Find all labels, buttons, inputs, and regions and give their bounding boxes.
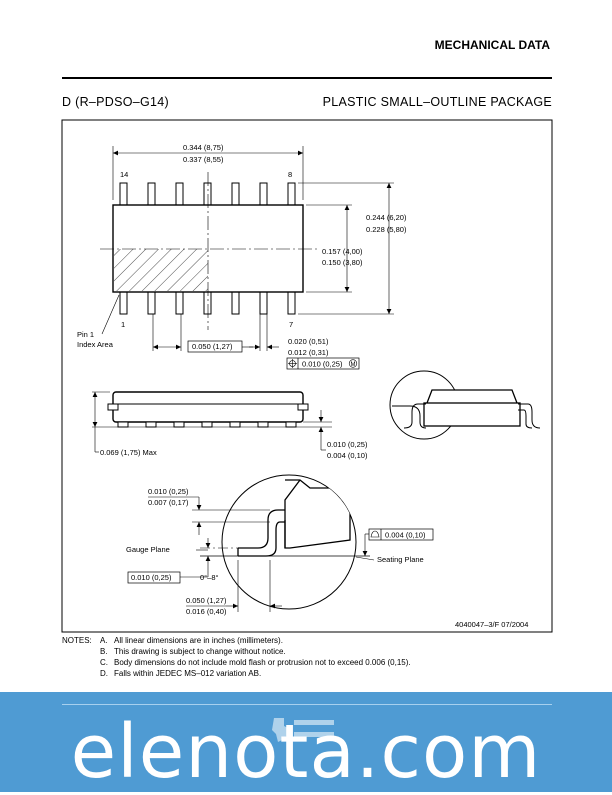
note-item: A. All linear dimensions are in inches (m… — [100, 635, 283, 646]
dim-lead-width-min: 0.012 (0,31) — [288, 348, 329, 357]
lead-bottom — [231, 291, 240, 315]
dim-lead-width-max: 0.020 (0,51) — [288, 337, 329, 346]
drawing-number: 4040047–3/F 07/2004 — [455, 620, 528, 629]
lead-side — [117, 421, 129, 428]
note-item: D. Falls within JEDEC MS–012 variation AB… — [100, 668, 261, 679]
dim-standoff-max: 0.010 (0,25) — [327, 440, 368, 449]
angle-range: 0°–8° — [200, 573, 219, 582]
lead-bottom — [287, 291, 296, 315]
pin1-label-sub: Index Area — [77, 340, 114, 349]
note-text: Body dimensions do not include mold flas… — [114, 658, 411, 667]
pin-label-14: 14 — [120, 170, 128, 179]
lead-side — [107, 403, 119, 411]
pitch-box — [187, 340, 243, 353]
lead-side — [145, 421, 157, 428]
gauge-plane-label: Gauge Plane — [126, 545, 170, 554]
dim-gauge: 0.010 (0,25) — [131, 573, 172, 582]
lead-side — [201, 421, 213, 428]
pin-label-7: 7 — [289, 320, 293, 329]
watermark-text: elenota.com — [70, 709, 542, 795]
dim-pitch: 0.050 (1,27) — [192, 342, 233, 351]
footer-rule — [62, 704, 552, 705]
gauge-box — [127, 571, 181, 584]
header-rule — [62, 77, 552, 79]
lead-side — [229, 421, 241, 428]
lead-top — [231, 182, 240, 206]
lead-top — [259, 182, 268, 206]
note-text: All linear dimensions are in inches (mil… — [114, 636, 283, 645]
position-tolerance-frame: 0.010 (0,25) M — [286, 357, 360, 370]
lead-top — [175, 182, 184, 206]
dim-body-width-min: 0.150 (3,80) — [322, 258, 363, 267]
note-item: C. Body dimensions do not include mold fl… — [100, 657, 411, 668]
note-key: D. — [100, 669, 108, 678]
dim-position-tol: 0.010 (0,25) — [302, 360, 343, 369]
lead-side — [297, 403, 309, 411]
note-key: C. — [100, 658, 108, 667]
dim-coplanarity: 0.004 (0,10) — [385, 531, 426, 540]
dim-total-width-max: 0.244 (6,20) — [366, 213, 407, 222]
lead-top — [287, 182, 296, 206]
lead-top — [119, 182, 128, 206]
dim-standoff-min: 0.004 (0,10) — [327, 451, 368, 460]
lead-side — [257, 421, 269, 428]
top-view: 14 8 1 7 0.344 (8,75) 0.337 (8,55) 0.157… — [77, 143, 407, 370]
package-code: D (R–PDSO–G14) — [62, 95, 170, 109]
note-item: B. This drawing is subject to change with… — [100, 646, 286, 657]
dim-length-min: 0.337 (8,55) — [183, 155, 224, 164]
pin1-label: Pin 1 — [77, 330, 94, 339]
dim-body-width-max: 0.157 (4,00) — [322, 247, 363, 256]
pin-label-1: 1 — [121, 320, 125, 329]
mechanical-drawing: 14 8 1 7 0.344 (8,75) 0.337 (8,55) 0.157… — [61, 119, 553, 633]
package-body-side — [112, 391, 304, 423]
lead-detail: 0.010 (0,25) 0.007 (0,17) Gauge Plane 0.… — [126, 474, 434, 616]
dim-lead-thick-min: 0.007 (0,17) — [148, 498, 189, 507]
end-view — [389, 370, 541, 440]
drawing-frame — [61, 119, 553, 633]
section-title: MECHANICAL DATA — [434, 38, 550, 52]
package-name: PLASTIC SMALL–OUTLINE PACKAGE — [322, 95, 552, 109]
note-key: B. — [100, 647, 108, 656]
side-view: 0.069 (1,75) Max 0.010 (0,25) 0.004 (0,1… — [92, 391, 368, 460]
dim-foot-min: 0.016 (0,40) — [186, 607, 227, 616]
dim-foot-max: 0.050 (1,27) — [186, 596, 227, 605]
lead-bottom — [175, 291, 184, 315]
mmc-modifier: M — [351, 362, 356, 368]
dim-length-max: 0.344 (8,75) — [183, 143, 224, 152]
notes-label: NOTES: — [62, 636, 92, 645]
dim-height-max: 0.069 (1,75) Max — [100, 448, 157, 457]
lead-top — [147, 182, 156, 206]
footer-band — [0, 692, 612, 792]
dim-lead-thick-max: 0.010 (0,25) — [148, 487, 189, 496]
note-text: This drawing is subject to change withou… — [114, 647, 286, 656]
note-text: Falls within JEDEC MS–012 variation AB. — [114, 669, 262, 678]
lead-side — [173, 421, 185, 428]
lead-bottom — [147, 291, 156, 315]
dim-total-width-min: 0.228 (5,80) — [366, 225, 407, 234]
lead-bottom — [259, 291, 268, 315]
pin-label-8: 8 — [288, 170, 292, 179]
lead-top — [203, 182, 212, 206]
pin1-index-area — [114, 249, 208, 291]
seating-plane-label: Seating Plane — [377, 555, 424, 564]
lead-bottom — [203, 291, 212, 315]
note-key: A. — [100, 636, 108, 645]
lead-side — [285, 421, 297, 428]
coplanarity-frame: 0.004 (0,10) — [362, 528, 434, 556]
lead-bottom — [119, 291, 128, 315]
ti-logo-icon — [272, 718, 334, 742]
